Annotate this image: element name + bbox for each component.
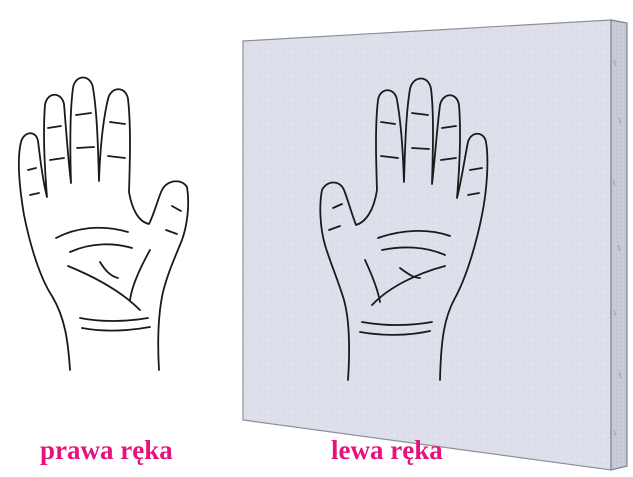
right-hand-outline (19, 78, 188, 371)
caption-left-hand: lewa ręka (331, 435, 443, 465)
mirror-face (243, 20, 611, 470)
mirror-edge (611, 20, 627, 470)
right-hand-palm-drawing (19, 78, 188, 371)
mirror (243, 20, 627, 470)
caption-right-hand: prawa ręka (40, 435, 173, 465)
